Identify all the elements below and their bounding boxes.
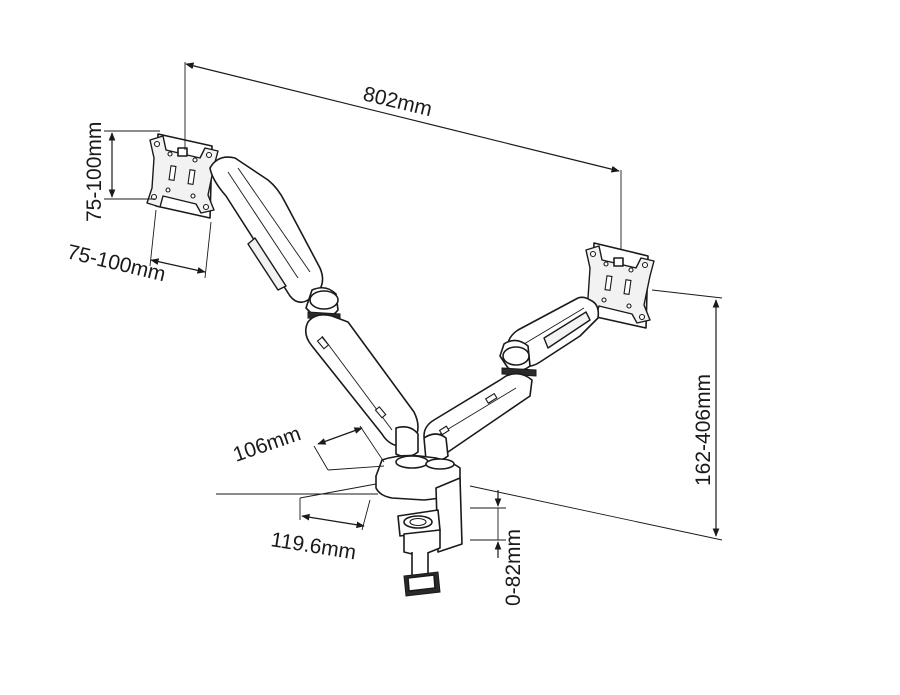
dimension-vesa-vertical: 75-100mm xyxy=(83,122,160,222)
right-vesa-plate xyxy=(582,242,655,329)
label-width-total: 802mm xyxy=(361,82,434,121)
dimension-height-range: 162-406mm xyxy=(469,289,723,541)
label-base-width: 119.6mm xyxy=(269,528,358,564)
dimension-base-depth: 106mm xyxy=(230,422,385,471)
dimension-base-width: 119.6mm xyxy=(216,483,378,564)
dimension-clamp-range: 0-82mm xyxy=(470,490,525,606)
label-clamp-range: 0-82mm xyxy=(502,529,525,606)
right-lower-arm xyxy=(423,372,533,463)
base-mount xyxy=(375,454,463,553)
left-upper-arm xyxy=(209,156,341,321)
label-base-depth: 106mm xyxy=(230,422,304,467)
left-lower-arm xyxy=(304,314,419,458)
label-height-range: 162-406mm xyxy=(692,374,715,486)
left-vesa-plate xyxy=(146,133,219,219)
right-upper-arm xyxy=(499,296,600,377)
label-vesa-vertical: 75-100mm xyxy=(83,122,106,222)
desk-clamp xyxy=(397,509,441,597)
